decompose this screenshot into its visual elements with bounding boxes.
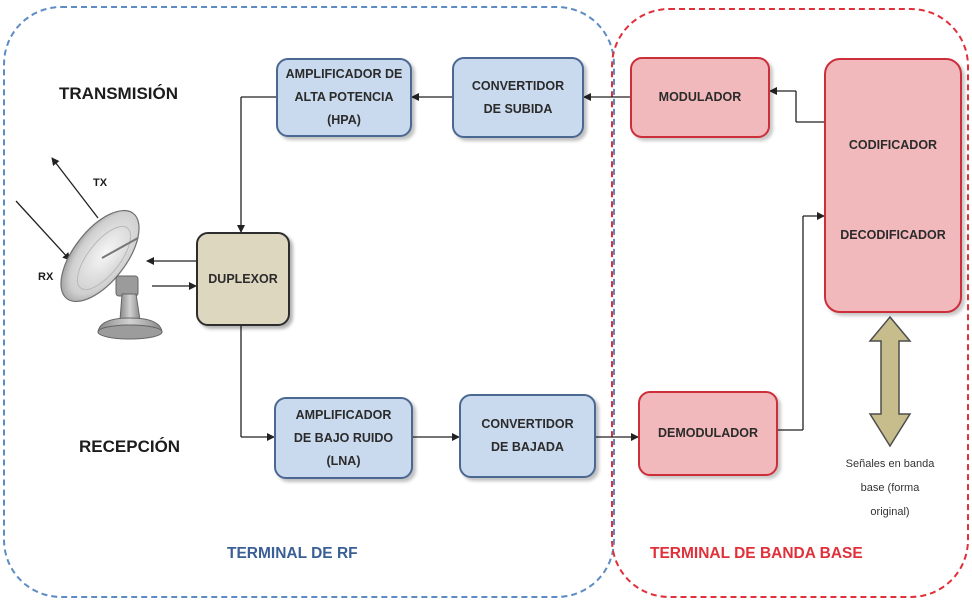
rf-terminal-label: TERMINAL DE RF: [227, 545, 358, 562]
demodulator-block: DEMODULADOR: [638, 391, 778, 476]
codec-label-top: CODIFICADOR: [848, 138, 938, 152]
duplexer-block: DUPLEXOR: [196, 232, 290, 326]
modulator-block: MODULADOR: [630, 57, 770, 138]
upconverter-line-1: CONVERTIDOR: [471, 78, 565, 93]
upconverter-line-2: DE SUBIDA: [483, 101, 553, 116]
lna-line-1: AMPLIFICADOR: [295, 407, 392, 422]
lna-line-2: DE BAJO RUIDO: [293, 430, 394, 445]
reception-label: RECEPCIÓN: [79, 437, 181, 456]
baseband-terminal-label: TERMINAL DE BANDA BASE: [650, 545, 863, 562]
hpa-line-3: (HPA): [327, 113, 361, 127]
hpa-block: AMPLIFICADOR DE ALTA POTENCIA (HPA): [276, 58, 412, 137]
downconverter-line-2: DE BAJADA: [491, 440, 564, 454]
lna-block: AMPLIFICADOR DE BAJO RUIDO (LNA): [274, 397, 413, 479]
rf-terminal-region: [3, 6, 615, 598]
note-line-1: Señales en banda: [845, 458, 935, 470]
transmission-label: TRANSMISIÓN: [59, 84, 178, 103]
tx-label: TX: [93, 177, 108, 189]
baseband-terminal-region: [611, 8, 969, 598]
hpa-line-2: ALTA POTENCIA: [294, 90, 394, 104]
codec-label-bottom: DECODIFICADOR: [840, 228, 946, 242]
demodulator-label: DEMODULADOR: [658, 426, 758, 440]
baseband-io-arrow: [868, 315, 912, 448]
codec-block: CODIFICADOR DECODIFICADOR: [824, 58, 962, 313]
note-line-2: base (forma: [860, 482, 920, 494]
tx-signal-arrow: [51, 157, 99, 219]
rx-label: RX: [38, 271, 54, 283]
baseband-signal-note: Señales en banda base (forma original): [836, 452, 944, 524]
downconverter-block: CONVERTIDOR DE BAJADA: [459, 394, 596, 478]
note-line-3: original): [870, 506, 910, 518]
downconverter-line-1: CONVERTIDOR: [481, 417, 574, 431]
lna-line-3: (LNA): [326, 453, 361, 468]
rx-signal-arrow: [15, 200, 71, 261]
upconverter-block: CONVERTIDOR DE SUBIDA: [452, 57, 584, 138]
duplexer-label: DUPLEXOR: [208, 271, 278, 286]
satellite-dish-icon: [60, 209, 163, 340]
modulator-label: MODULADOR: [658, 90, 742, 104]
hpa-line-1: AMPLIFICADOR DE: [285, 67, 403, 81]
